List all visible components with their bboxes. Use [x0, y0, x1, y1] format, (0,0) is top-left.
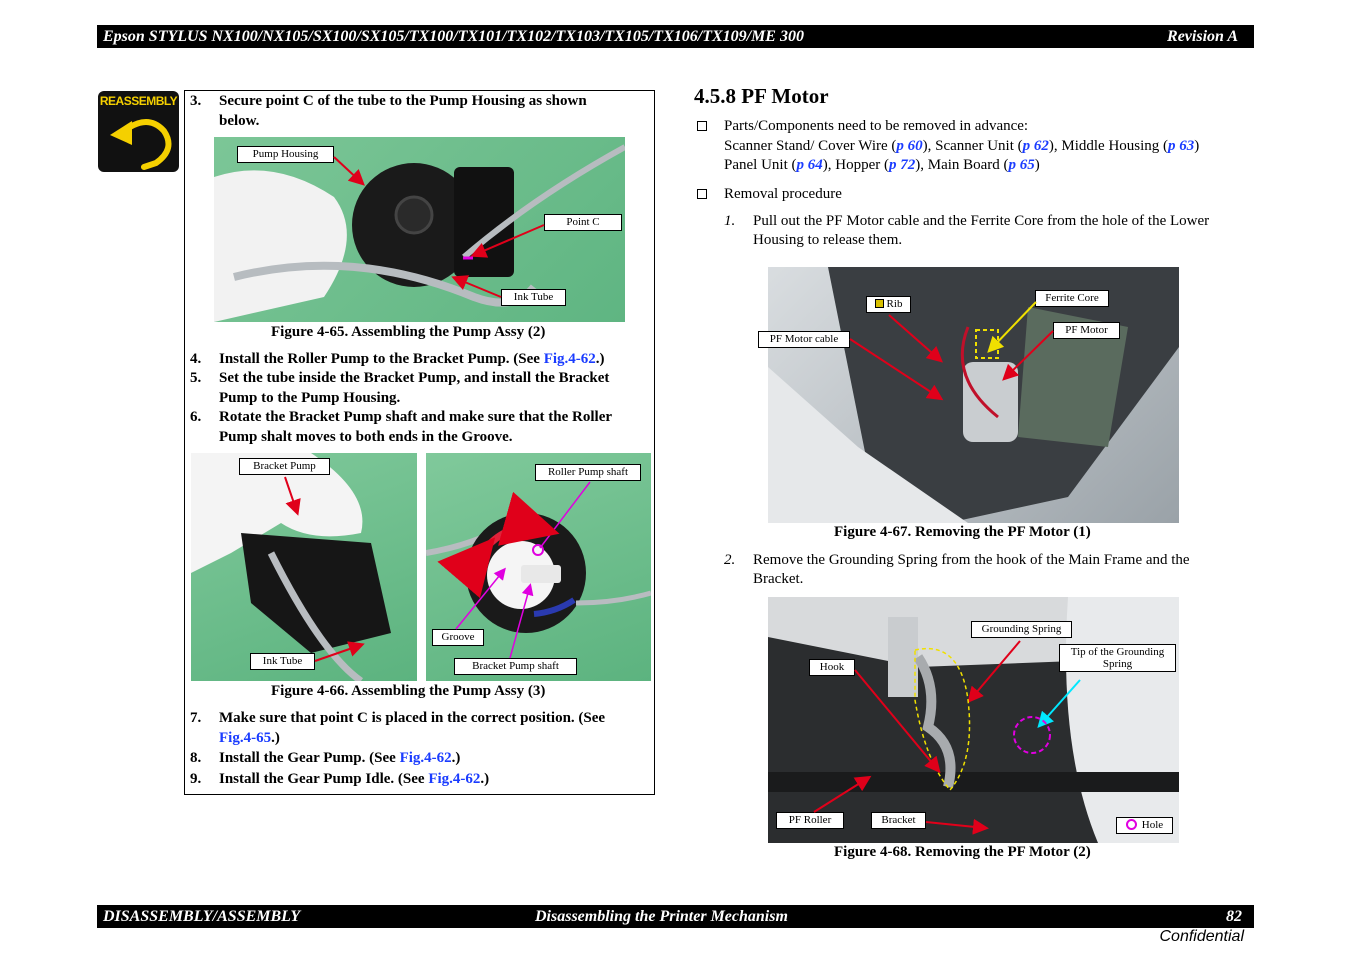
callout-bracket-pump-shaft: Bracket Pump shaft	[454, 658, 577, 675]
callout-pf-motor: PF Motor	[1053, 322, 1120, 339]
callout-ink-tube-2: Ink Tube	[250, 653, 315, 670]
parts-line-1: Scanner Stand/ Cover Wire (p 60), Scanne…	[724, 138, 1200, 154]
header-title: Epson STYLUS NX100/NX105/SX100/SX105/TX1…	[103, 28, 804, 45]
callout-ink-tube: Ink Tube	[501, 289, 566, 306]
reassembly-undo-arrow-icon	[110, 119, 172, 170]
page-64-link[interactable]: p 64	[796, 157, 823, 173]
callout-hole: Hole	[1116, 817, 1173, 834]
reassembly-label: REASSEMBLY	[99, 94, 178, 108]
callout-pf-motor-cable: PF Motor cable	[758, 331, 850, 348]
callout-hook: Hook	[809, 659, 855, 676]
right-step-2-line2: Bracket.	[753, 571, 804, 587]
callout-tip-of-grounding-spring: Tip of the Grounding Spring	[1059, 644, 1176, 672]
callout-bracket: Bracket	[871, 812, 926, 829]
footer-bar: DISASSEMBLY/ASSEMBLY Disassembling the P…	[97, 905, 1254, 928]
fig-4-62-link[interactable]: Fig.4-62	[399, 750, 452, 766]
figure-4-65-photo	[214, 137, 625, 322]
section-title: 4.5.8 PF Motor	[694, 84, 829, 108]
header-revision: Revision A	[1167, 28, 1238, 45]
page-62-link[interactable]: p 62	[1022, 138, 1049, 154]
right-step-1-line2: Housing to release them.	[753, 232, 903, 248]
figure-4-66-caption: Figure 4-66. Assembling the Pump Assy (3…	[271, 683, 546, 699]
page-60-link[interactable]: p 60	[896, 138, 923, 154]
footer-section: DISASSEMBLY/ASSEMBLY	[103, 908, 301, 925]
callout-point-c: Point C	[544, 214, 622, 231]
right-step-1-line1: Pull out the PF Motor cable and the Ferr…	[753, 213, 1210, 229]
right-step-2-num: 2.	[724, 552, 736, 568]
callout-pf-roller: PF Roller	[776, 812, 844, 829]
callout-pump-housing: Pump Housing	[237, 146, 334, 163]
figure-4-65-caption: Figure 4-65. Assembling the Pump Assy (2…	[271, 324, 546, 340]
confidential-label: Confidential	[1159, 928, 1245, 945]
bullet-square-icon	[697, 121, 707, 131]
page-72-link[interactable]: p 72	[888, 157, 916, 173]
figure-4-67-caption: Figure 4-67. Removing the PF Motor (1)	[834, 524, 1091, 540]
callout-bracket-pump: Bracket Pump	[239, 458, 330, 475]
right-step-1-num: 1.	[724, 213, 736, 229]
callout-rib: Rib	[866, 296, 911, 313]
parts-line-2: Panel Unit (p 64), Hopper (p 72), Main B…	[724, 157, 1040, 173]
fig-4-62-link[interactable]: Fig.4-62	[428, 771, 481, 787]
footer-chapter: Disassembling the Printer Mechanism	[535, 908, 788, 925]
figure-4-68-caption: Figure 4-68. Removing the PF Motor (2)	[834, 844, 1091, 860]
fig-4-62-link[interactable]: Fig.4-62	[543, 351, 596, 367]
reassembly-steps-box	[184, 90, 655, 795]
figure-4-66-left-photo	[191, 453, 417, 681]
callout-ferrite-core: Ferrite Core	[1035, 290, 1109, 307]
footer-page-number: 82	[1226, 908, 1242, 925]
callout-roller-pump-shaft: Roller Pump shaft	[535, 464, 641, 481]
right-step-2-line1: Remove the Grounding Spring from the hoo…	[753, 552, 1190, 568]
removal-label: Removal procedure	[724, 186, 842, 202]
bullet-square-icon	[697, 189, 707, 199]
parts-label: Parts/Components need to be removed in a…	[724, 118, 1029, 134]
fig-4-65-link[interactable]: Fig.4-65	[219, 729, 272, 746]
callout-groove: Groove	[432, 629, 484, 646]
rib-marker-icon	[874, 299, 884, 308]
page-65-link[interactable]: p 65	[1008, 157, 1035, 173]
hole-circle-icon	[1125, 819, 1137, 830]
page-63-link[interactable]: p 63	[1168, 138, 1195, 154]
header-bar: Epson STYLUS NX100/NX105/SX100/SX105/TX1…	[97, 25, 1254, 48]
callout-grounding-spring: Grounding Spring	[971, 621, 1072, 638]
reassembly-icon: REASSEMBLY	[98, 91, 179, 172]
